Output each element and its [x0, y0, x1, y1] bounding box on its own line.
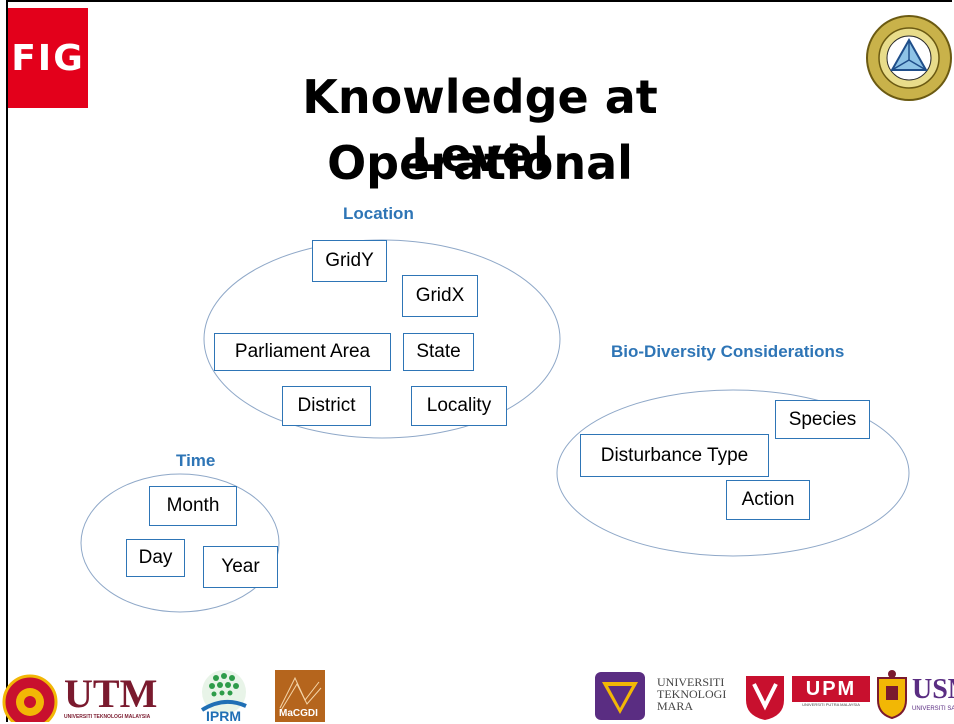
uitm-logo-line2: TEKNOLOGI	[657, 687, 727, 701]
utm-logo-subtitle: UNIVERSITI TEKNOLOGI MALAYSIA	[64, 714, 151, 720]
usm-logo: USM UNIVERSITI SAINS MALAYSIA	[912, 674, 954, 712]
upm-logo: UPM UNIVERSITI PUTRA MALAYSIA	[792, 676, 870, 707]
month-box: Month	[149, 486, 237, 526]
location-label: Location	[343, 204, 414, 223]
biodiversity-label: Bio-Diversity Considerations	[611, 342, 845, 361]
upm-logo-subtitle: UNIVERSITI PUTRA MALAYSIA	[802, 702, 860, 707]
utm-logo: UTM UNIVERSITI TEKNOLOGI MALAYSIA	[64, 674, 174, 722]
state-box: State	[403, 333, 474, 371]
time-ellipse	[80, 473, 280, 613]
disturbance-type-box: Disturbance Type	[580, 434, 769, 477]
uitm-crest-logo	[595, 672, 645, 720]
usm-logo-subtitle: UNIVERSITI SAINS MALAYSIA	[912, 706, 954, 712]
jupem-seal-logo	[866, 15, 952, 101]
slide-title-line2: Level	[411, 128, 549, 182]
utm-crest-logo	[2, 674, 58, 722]
slide-title-line1: Knowledge at Operational	[302, 70, 658, 190]
locality-box: Locality	[411, 386, 507, 426]
uitm-logo-line3: MARA	[657, 699, 694, 713]
slide-frame	[6, 0, 952, 722]
species-box: Species	[775, 400, 870, 439]
usm-logo-text: USM	[912, 674, 954, 705]
iprm-logo-mark	[200, 670, 247, 714]
macgdi-logo-mark	[275, 670, 325, 722]
gridy-box: GridY	[312, 240, 387, 282]
parliament-area-box: Parliament Area	[214, 333, 391, 371]
fig-logo: FIG	[8, 8, 88, 108]
upm-logo-text: UPM	[792, 676, 870, 702]
biodiversity-ellipse	[556, 389, 910, 557]
usm-crest-logo	[877, 670, 907, 720]
action-box: Action	[726, 480, 810, 520]
utm-logo-text: UTM	[64, 671, 158, 716]
fig-logo-text: FIG	[11, 37, 85, 79]
district-box: District	[282, 386, 371, 426]
uitm-logo-line1: UNIVERSITI	[657, 675, 725, 689]
day-box: Day	[126, 539, 185, 577]
year-box: Year	[203, 546, 278, 588]
macgdi-logo-text: MaCGDI	[279, 708, 318, 719]
upm-crest-logo	[746, 676, 784, 720]
gridx-box: GridX	[402, 275, 478, 317]
uitm-logo: UNIVERSITI TEKNOLOGI MARA	[657, 676, 726, 712]
time-label: Time	[176, 451, 216, 470]
iprm-logo-text: IPRM	[206, 708, 241, 724]
